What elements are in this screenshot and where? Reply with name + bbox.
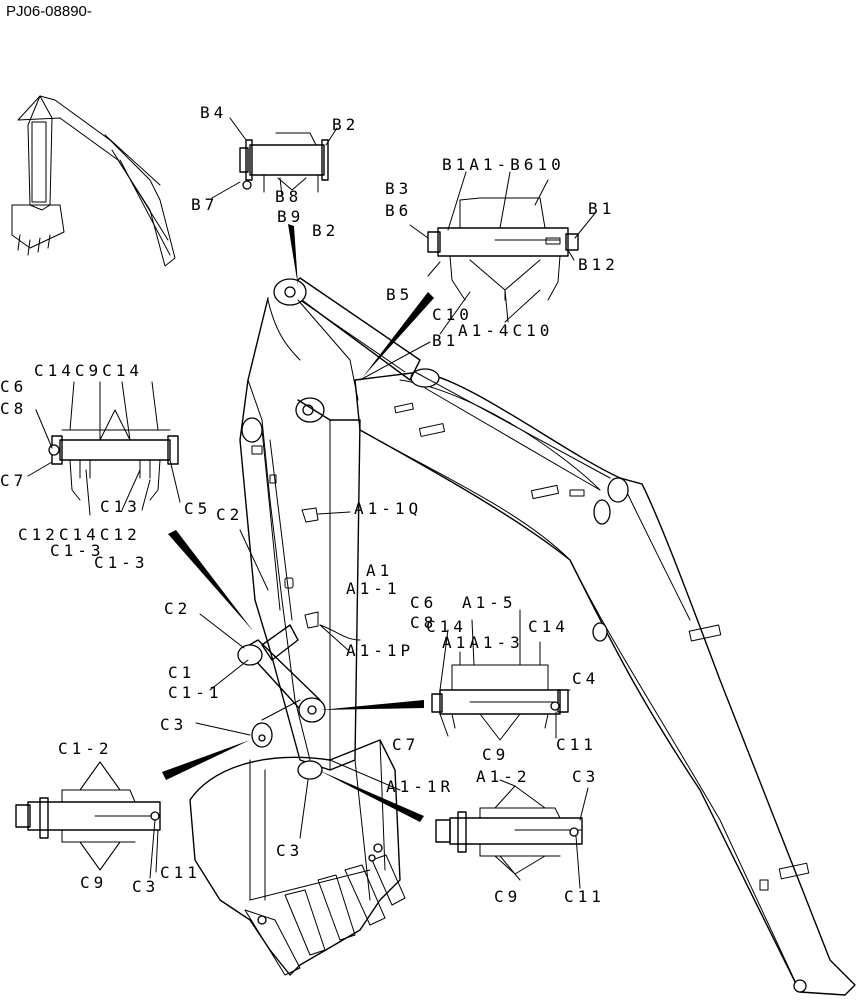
label-b1-right: B1 (588, 199, 615, 218)
detail-pin-a1-2 (435, 785, 583, 875)
label-c5: C5 (184, 499, 211, 518)
label-c10: C10 (432, 305, 473, 324)
label-c11-br: C11 (564, 887, 605, 906)
label-c1-2: C1-2 (58, 739, 113, 758)
label-a1-1q: A1-1Q (354, 499, 422, 518)
label-c13: C13 (100, 497, 141, 516)
label-c3-bl: C3 (132, 877, 159, 896)
leader-lines (27, 117, 597, 889)
detail-pin-b (239, 132, 329, 193)
label-c9-bl: C9 (80, 873, 107, 892)
label-b9: B9 (277, 207, 304, 226)
bucket (189, 739, 406, 976)
detail-pin-c-left (48, 409, 179, 501)
label-c9-right: C9 (482, 745, 509, 764)
label-c6-right: C6 (410, 593, 437, 612)
label-c1-3b: C1-3 (94, 553, 149, 572)
callout-labels: B4 B2 B7 B8 B9 B2 B1A1-B610 B3 B6 B1 B12… (0, 103, 619, 906)
label-c11-bl: C11 (160, 863, 201, 882)
label-c7-left: C7 (0, 471, 27, 490)
pointer-c-right-detail (320, 700, 424, 710)
detail-pin-b1 (427, 197, 579, 301)
drawing-number: PJ06-08890- (6, 3, 92, 20)
arm-cylinder (273, 277, 421, 423)
label-a1-1p: A1-1P (346, 641, 414, 660)
label-c7-right: C7 (392, 735, 419, 754)
label-a1-4-c10: A1-4C10 (458, 321, 553, 340)
label-b3: B3 (385, 179, 412, 198)
arm (239, 297, 361, 771)
label-c3-center: C3 (276, 841, 303, 860)
label-b12: B12 (578, 255, 619, 274)
label-c14-c9-c14: C14C9C14 (34, 361, 143, 380)
label-c1: C1 (168, 663, 195, 682)
label-c9-br: C9 (494, 887, 521, 906)
label-b6: B6 (385, 201, 412, 220)
thumbnail-excavator-icon (11, 95, 176, 267)
pointer-b-detail (288, 224, 298, 286)
label-c3-right: C3 (572, 767, 599, 786)
label-c12-c14-c12: C12C14C12 (18, 525, 141, 544)
label-b2-top: B2 (332, 115, 359, 134)
label-b5: B5 (386, 285, 413, 304)
label-b1-a1-b10: B1A1-B610 (442, 155, 565, 174)
pointer-b1-detail (362, 292, 434, 378)
label-c14-right-a: C14 (426, 617, 467, 636)
label-c8-left: C8 (0, 399, 27, 418)
label-a1-5: A1-5 (462, 593, 517, 612)
label-a1-2: A1-2 (476, 767, 531, 786)
label-a1-3: A1A1-3 (442, 633, 524, 652)
label-a1: A1 (366, 561, 393, 580)
label-c2-lower: C2 (164, 599, 191, 618)
label-c3-left: C3 (160, 715, 187, 734)
label-b7: B7 (191, 195, 218, 214)
label-c1-1: C1-1 (168, 683, 223, 702)
pointer-a1-2-detail (318, 770, 424, 822)
detail-pointers (162, 224, 434, 822)
label-c1-3a: C1-3 (50, 541, 105, 560)
label-c14-right-b: C14 (528, 617, 569, 636)
label-b1-mid: B1 (432, 331, 459, 350)
label-a1-1: A1-1 (346, 579, 401, 598)
detail-pin-c-right (431, 651, 569, 741)
pointer-c1-2-detail (162, 740, 250, 780)
bucket-linkage (237, 624, 326, 780)
label-c11-right: C11 (556, 735, 597, 754)
pointer-c-left-detail (168, 530, 254, 632)
label-b4: B4 (200, 103, 227, 122)
label-b2: B2 (312, 221, 339, 240)
label-a1-1r: A1-1R (386, 777, 454, 796)
label-c2-upper: C2 (216, 505, 243, 524)
boom (354, 368, 856, 996)
label-b8: B8 (275, 187, 302, 206)
label-c8-right: C8 (410, 613, 437, 632)
label-c6-left: C6 (0, 377, 27, 396)
label-c4: C4 (572, 669, 599, 688)
